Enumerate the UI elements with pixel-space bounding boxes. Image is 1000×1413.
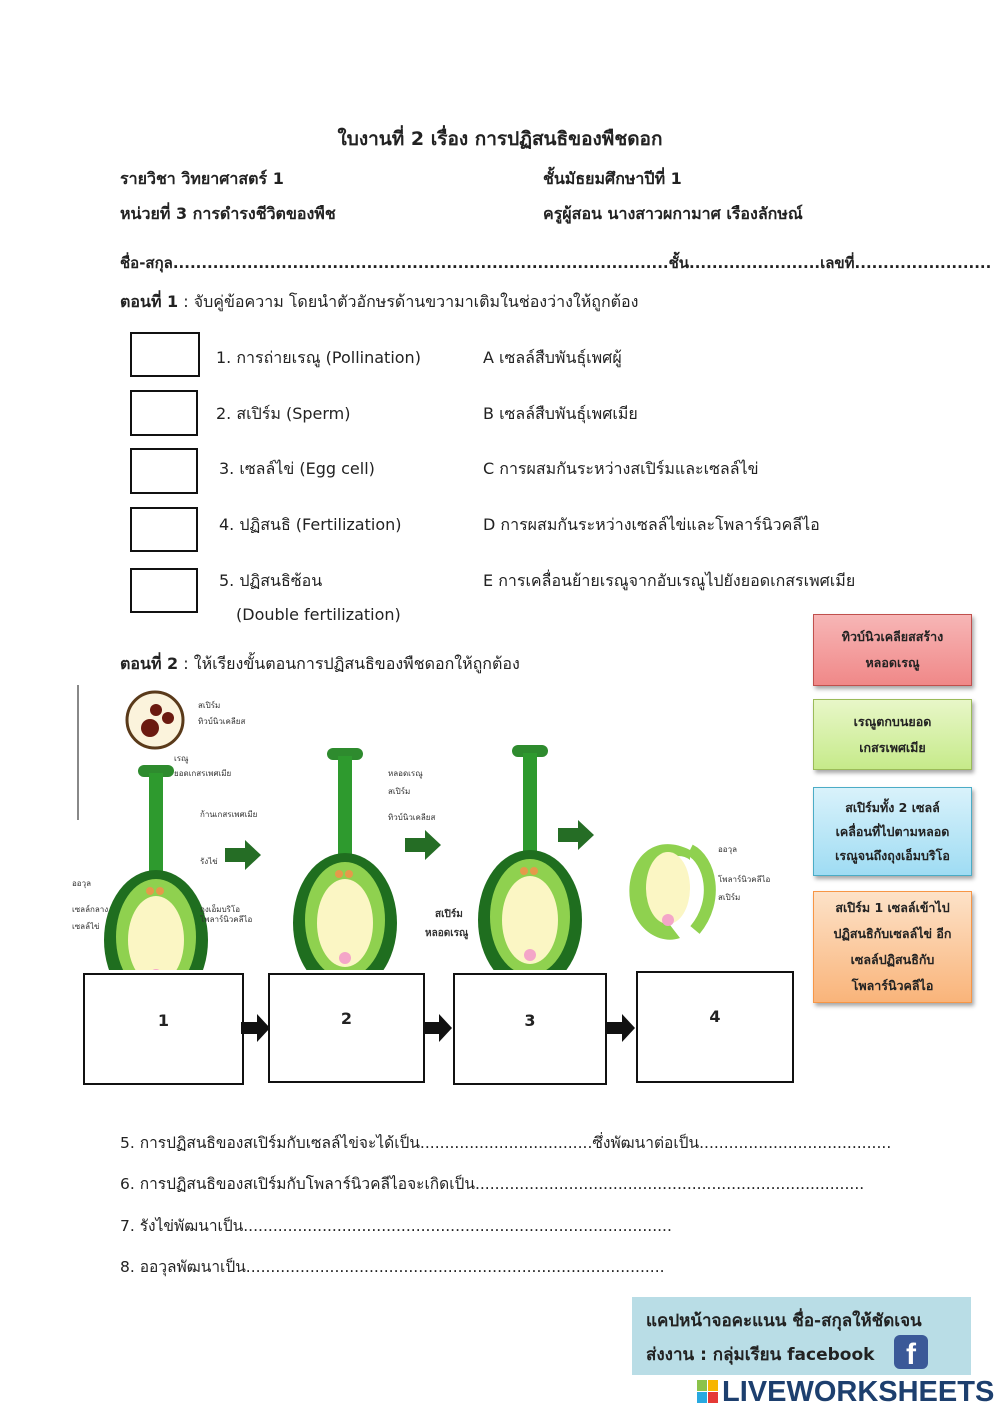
- question-5[interactable]: 5. การปฏิสนธิของสเปิร์มกับเซลล์ไข่จะได้เ…: [120, 1134, 892, 1152]
- grade: ชั้นมัธยมศึกษาปีที่ 1: [543, 169, 682, 188]
- facebook-icon: f: [894, 1335, 928, 1371]
- label: เซลล์ไข่: [72, 921, 99, 931]
- answer-box-1[interactable]: [130, 332, 200, 377]
- part2-heading: ตอนที่ 2 : ให้เรียงขั้นตอนการปฏิสนธิของพ…: [120, 654, 520, 673]
- arrow-icon: [225, 840, 261, 870]
- label: เซลล์กลาง: [72, 904, 108, 914]
- note-line-2: ส่งงาน : กลุ่มเรียน facebook: [646, 1345, 875, 1365]
- label: ออวุล: [72, 879, 91, 888]
- step-box-1[interactable]: 1: [83, 973, 244, 1085]
- label: ออวุล: [718, 845, 737, 854]
- pollen-grain: [125, 690, 185, 750]
- step-box-2[interactable]: 2: [268, 973, 425, 1083]
- label: หลอดเรณู: [425, 928, 469, 940]
- choice-e: E การเคลื่อนย้ายเรณูจากอับเรณูไปยังยอดเก…: [483, 571, 856, 590]
- label: โพลาร์นิวคลีไอ: [200, 914, 253, 924]
- label: ก้านเกสรเพศเมีย: [200, 810, 257, 819]
- submission-note: แคปหน้าจอคะแนน ชื่อ-สกุลให้ชัดเจน ส่งงาน…: [632, 1297, 971, 1375]
- label: ถุงเอ็มบริโอ: [200, 904, 240, 914]
- pistil-3: [478, 745, 582, 970]
- item-2: 2. สเปิร์ม (Sperm): [216, 404, 351, 423]
- answer-box-5[interactable]: [130, 568, 198, 613]
- pistil-1: [104, 765, 208, 970]
- card-sperm-moves[interactable]: สเปิร์มทั้ง 2 เซลล์เคลื่อนที่ไปตามหลอดเร…: [813, 787, 972, 876]
- arrow-right-icon: [606, 1014, 635, 1042]
- choice-c: C การผสมกันระหว่างสเปิร์มและเซลล์ไข่: [483, 459, 759, 478]
- liveworksheets-logo-icon: [697, 1380, 719, 1404]
- label: โพลาร์นิวคลีไอ: [718, 874, 771, 884]
- label: ทิวบ์นิวเคลียส: [198, 716, 245, 726]
- fertilization-diagram: สเปิร์ม ทิวบ์นิวเคลียส เรณู ยอดเกสรเพศเม…: [72, 685, 771, 970]
- question-6[interactable]: 6. การปฏิสนธิของสเปิร์มกับโพลาร์นิวคลีไอ…: [120, 1175, 865, 1193]
- page-title: ใบงานที่ 2 เรื่อง การปฏิสนธิของพืชดอก: [337, 128, 663, 150]
- card-fertilization[interactable]: สเปิร์ม 1 เซลล์เข้าไปปฏิสนธิกับเซลล์ไข่ …: [813, 891, 972, 1003]
- label: สเปิร์ม: [388, 786, 410, 796]
- unit: หน่วยที่ 3 การดำรงชีวิตของพืช: [120, 204, 336, 223]
- answer-box-4[interactable]: [130, 507, 198, 552]
- label: หลอดเรณู: [388, 769, 423, 779]
- label: สเปิร์ม: [435, 908, 463, 920]
- item-5-line2: (Double fertilization): [236, 605, 401, 624]
- card-pollen-lands[interactable]: เรณูตกบนยอดเกสรเพศเมีย: [813, 699, 972, 770]
- subject: รายวิชา วิทยาศาสตร์ 1: [120, 169, 284, 188]
- ovule: [629, 844, 690, 940]
- name-line[interactable]: ชื่อ-สกุล...............................…: [120, 254, 992, 272]
- question-7[interactable]: 7. รังไข่พัฒนาเป็น......................…: [120, 1217, 672, 1235]
- question-8[interactable]: 8. ออวุลพัฒนาเป็น.......................…: [120, 1258, 665, 1276]
- item-4: 4. ปฏิสนธิ (Fertilization): [219, 515, 402, 534]
- label: ทิวบ์นิวเคลียส: [388, 812, 435, 822]
- part1-heading: ตอนที่ 1 : จับคู่ข้อความ โดยนำตัวอักษรด้…: [120, 292, 639, 311]
- choice-a: A เซลล์สืบพันธุ์เพศผู้: [483, 348, 622, 367]
- answer-box-3[interactable]: [130, 448, 198, 494]
- arrow-icon: [405, 830, 441, 860]
- item-3: 3. เซลล์ไข่ (Egg cell): [219, 459, 375, 478]
- answer-box-2[interactable]: [130, 390, 198, 436]
- arrow-right-icon: [241, 1014, 270, 1042]
- step-box-4[interactable]: 4: [636, 971, 794, 1083]
- label: รังไข่: [200, 857, 218, 866]
- item-1: 1. การถ่ายเรณู (Pollination): [216, 348, 421, 367]
- note-line-1: แคปหน้าจอคะแนน ชื่อ-สกุลให้ชัดเจน: [646, 1311, 922, 1331]
- choice-d: D การผสมกันระหว่างเซลล์ไข่และโพลาร์นิวคล…: [483, 515, 820, 534]
- liveworksheets-brand: LIVEWORKSHEETS: [722, 1376, 995, 1408]
- card-tube-nucleus[interactable]: ทิวบ์นิวเคลียสสร้างหลอดเรณู: [813, 614, 972, 686]
- label: เรณู: [174, 754, 189, 764]
- label: ยอดเกสรเพศเมีย: [174, 769, 231, 778]
- choice-b: B เซลล์สืบพันธุ์เพศเมีย: [483, 404, 638, 423]
- teacher: ครูผู้สอน นางสาวผกามาศ เรืองลักษณ์: [543, 204, 803, 223]
- arrow-right-icon: [423, 1014, 452, 1042]
- label: สเปิร์ม: [198, 700, 220, 710]
- pistil-2: [293, 748, 397, 970]
- item-5: 5. ปฏิสนธิซ้อน: [219, 571, 323, 590]
- arrow-icon: [558, 820, 594, 850]
- step-box-3[interactable]: 3: [453, 973, 607, 1085]
- label: สเปิร์ม: [718, 892, 740, 902]
